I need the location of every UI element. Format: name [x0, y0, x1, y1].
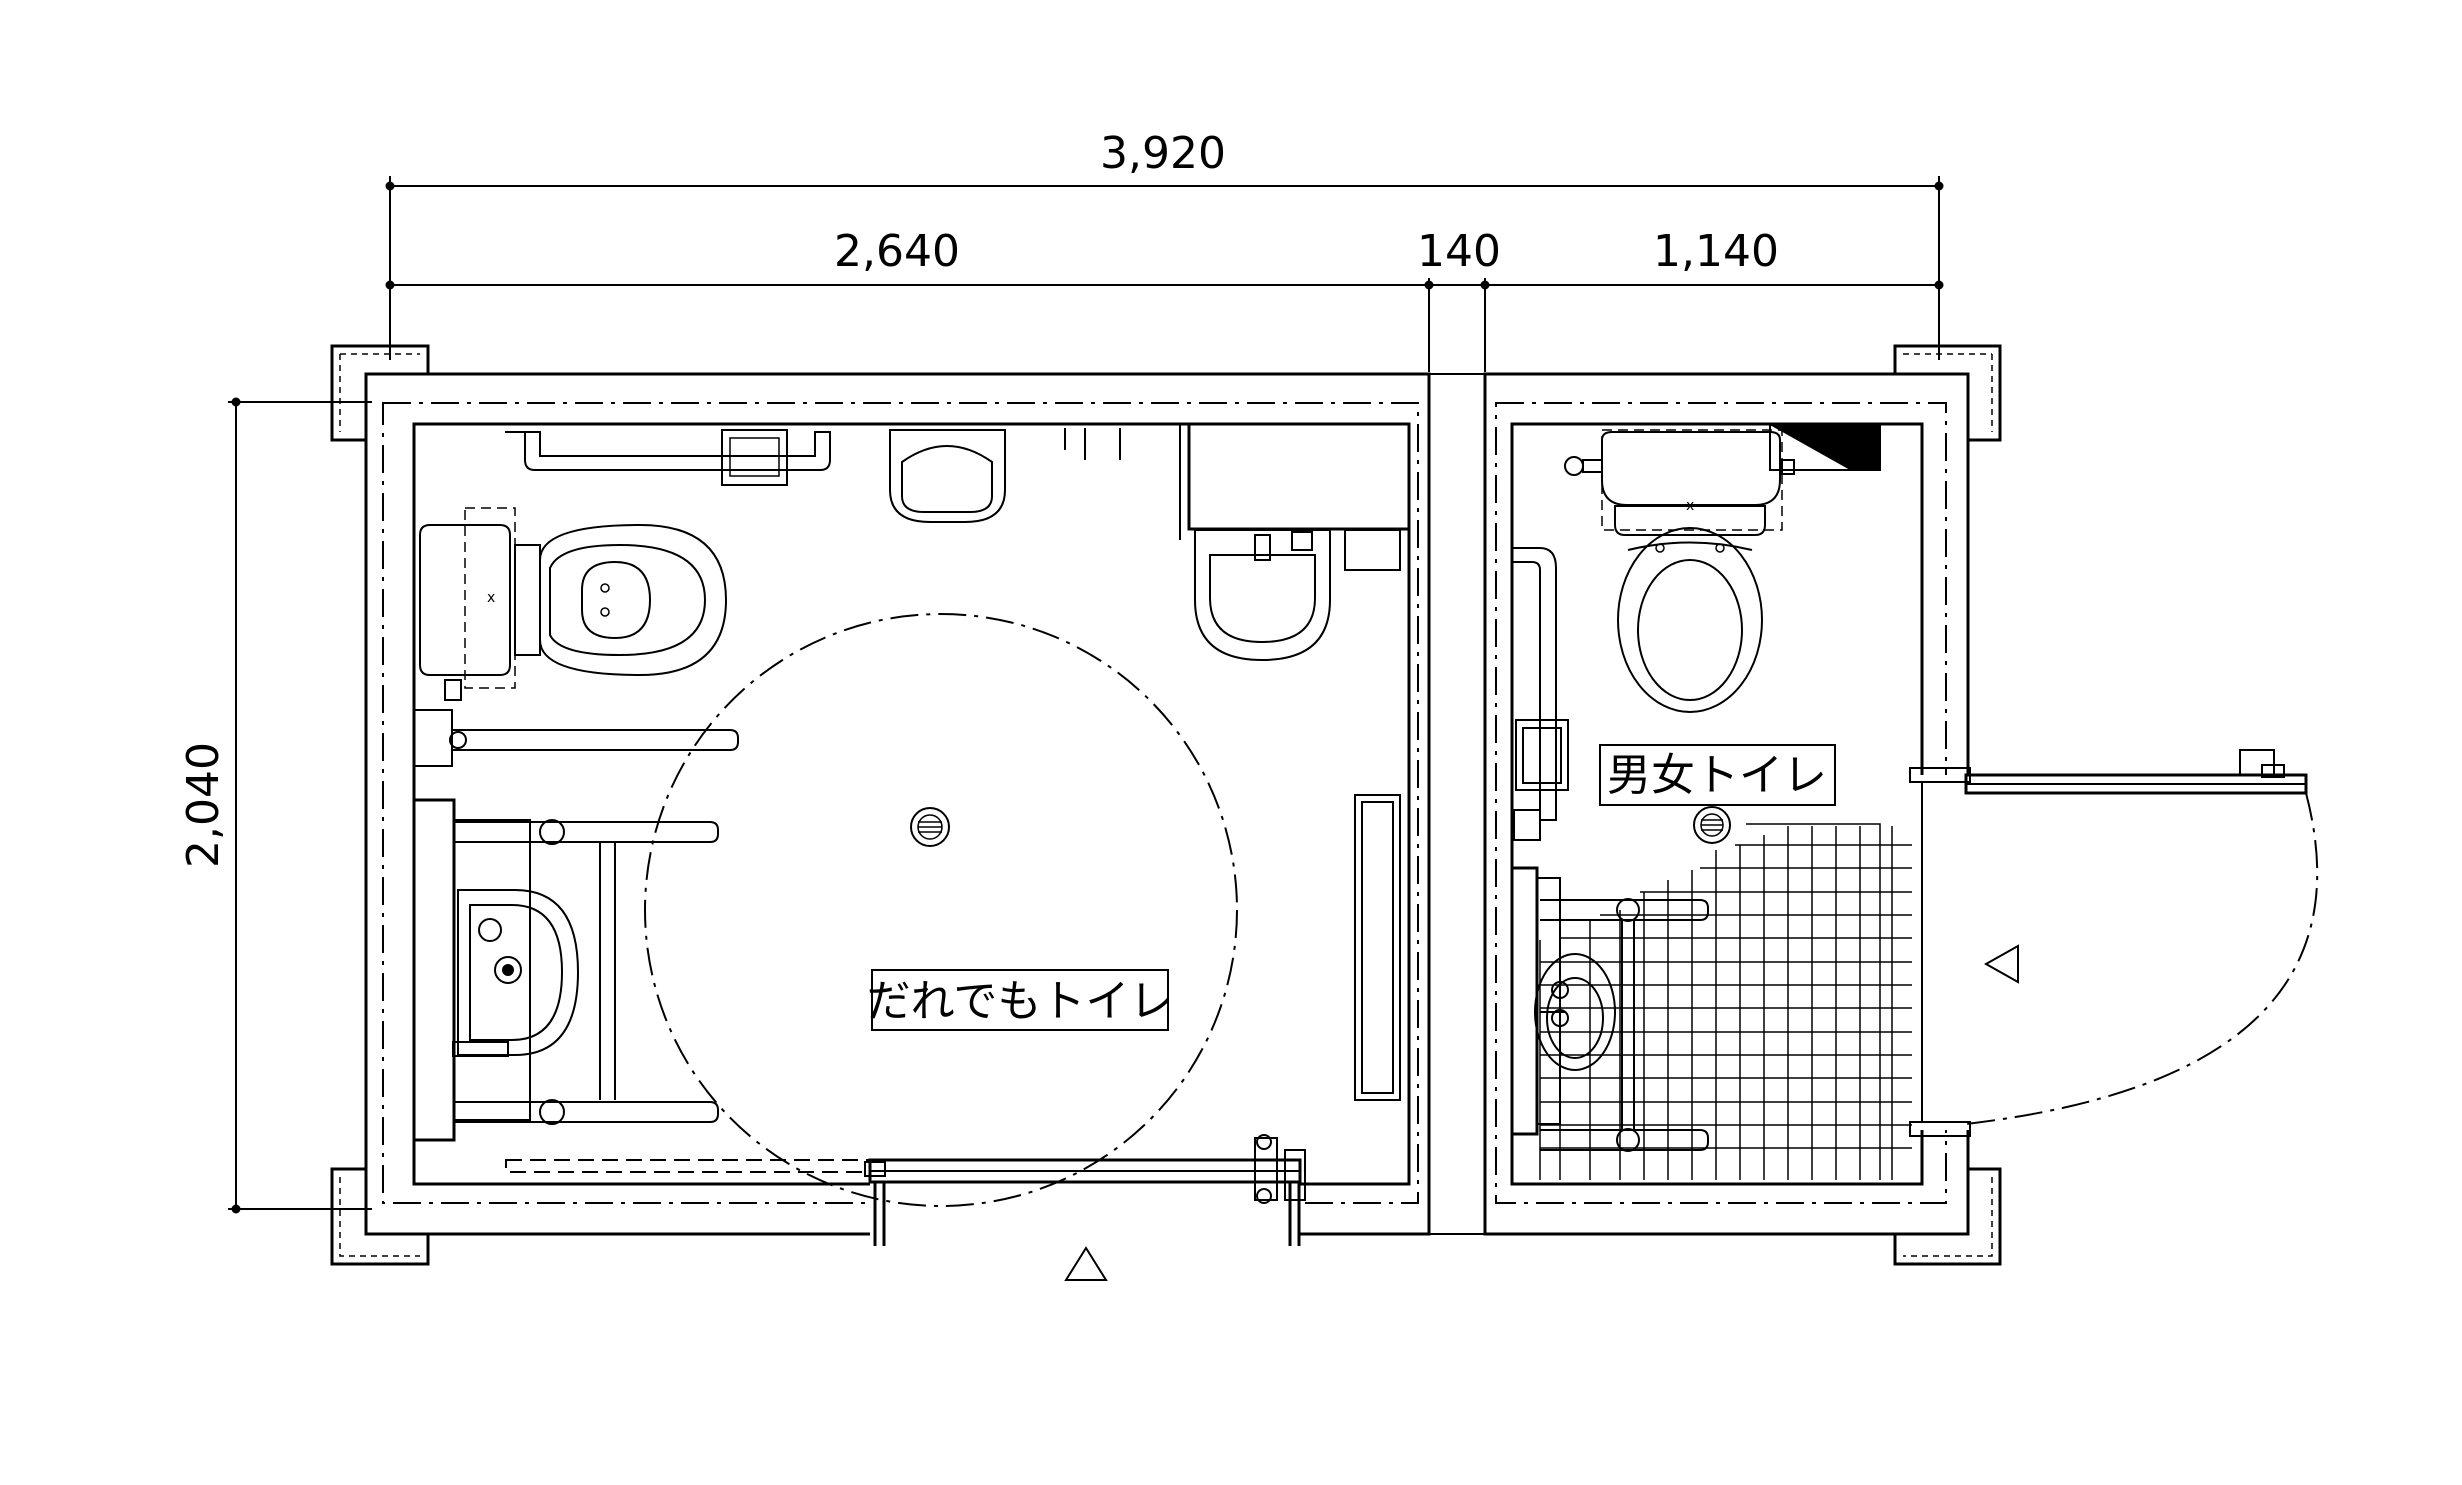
- western-toilet-icon: x: [1564, 424, 1881, 713]
- paper-holder-icon: [721, 429, 788, 486]
- swing-grab-bar-bottom: [454, 1101, 719, 1123]
- left-room-outer: [364, 372, 1431, 1236]
- floor-drain-icon: [1693, 806, 1731, 844]
- tank-mark: x: [487, 590, 495, 606]
- left-room-inner: [412, 422, 1411, 1186]
- entrance-arrow-icon: [1983, 944, 2019, 984]
- corner-column: [1893, 344, 2002, 442]
- door-handle-icon: [1254, 1137, 1278, 1201]
- right-room-width-label: 1,140: [1653, 226, 1779, 277]
- swing-grab-bar-top: [454, 821, 719, 843]
- floor-tile-grid: [1539, 823, 1912, 1180]
- entrance-arrow-icon: [1064, 1246, 1108, 1281]
- left-room-label: だれでもトイレ: [867, 976, 1174, 1027]
- right-room-label-box: 男女トイレ: [1599, 744, 1836, 806]
- top-grab-bar: [505, 429, 831, 486]
- lavatory-sink-icon: [457, 889, 580, 1056]
- wheelchair-turning-circle: [644, 613, 1238, 1207]
- floor-drain-icon: [910, 807, 950, 847]
- swing-door: [1964, 749, 2319, 1125]
- height-label: 2,040: [178, 742, 229, 868]
- door-handle-icon: [2239, 749, 2275, 776]
- folding-board: [1354, 794, 1401, 1101]
- wall-width-label: 140: [1417, 226, 1501, 277]
- door-opening: [1918, 775, 1974, 1130]
- grab-bar-lower: [1540, 1129, 1709, 1151]
- right-room-centerline: [1495, 402, 1947, 1204]
- faucet-icon: [478, 918, 502, 942]
- dimension-dot: [231, 397, 241, 407]
- dispenser-icon: [1344, 529, 1401, 571]
- sliding-door-opening: [870, 1180, 1300, 1240]
- dimension-dot: [1424, 280, 1434, 290]
- door-track: [505, 1159, 871, 1173]
- left-room-label-box: だれでもトイレ: [867, 969, 1174, 1031]
- corner-fill: [1770, 425, 1880, 470]
- door-jamb: [1909, 1121, 1971, 1137]
- lavatory-counter: [412, 798, 719, 1142]
- grab-bar-upper: [1540, 899, 1709, 921]
- left-room-fixtures: x: [412, 422, 1411, 1281]
- accessible-toilet-icon: x: [419, 507, 728, 701]
- dimension-dot: [1934, 181, 1944, 191]
- wall-urinal-icon: [889, 429, 1006, 523]
- small-sink-icon: [1534, 953, 1616, 1071]
- left-grab-bar: [413, 709, 739, 767]
- right-room-label: 男女トイレ: [1607, 750, 1827, 801]
- right-room-fixtures: x: [1510, 424, 2319, 1180]
- paper-holder-icon: [413, 709, 453, 767]
- dimension-dot: [231, 1204, 241, 1214]
- dimension-dot: [1934, 280, 1944, 290]
- left-room-width-label: 2,640: [834, 226, 960, 277]
- dimension-dot: [385, 181, 395, 191]
- door-swing-arc: [1965, 792, 2319, 1125]
- paper-holder-icon: [1515, 719, 1569, 791]
- left-room-centerline: [382, 402, 1419, 1204]
- dimension-dot: [385, 280, 395, 290]
- right-room-sink-counter: [1510, 866, 1709, 1152]
- sliding-door: [505, 1134, 1306, 1246]
- dimension-lines: 3,920 2,640 140 1,140 2,040: [178, 128, 1944, 1214]
- vertical-grab-bar: [1512, 547, 1557, 821]
- walls: [364, 372, 1974, 1240]
- hand-sink-icon: [1194, 529, 1331, 662]
- overall-width-label: 3,920: [1100, 128, 1226, 179]
- counter-cabinet: [1179, 422, 1411, 571]
- dimension-dot: [1480, 280, 1490, 290]
